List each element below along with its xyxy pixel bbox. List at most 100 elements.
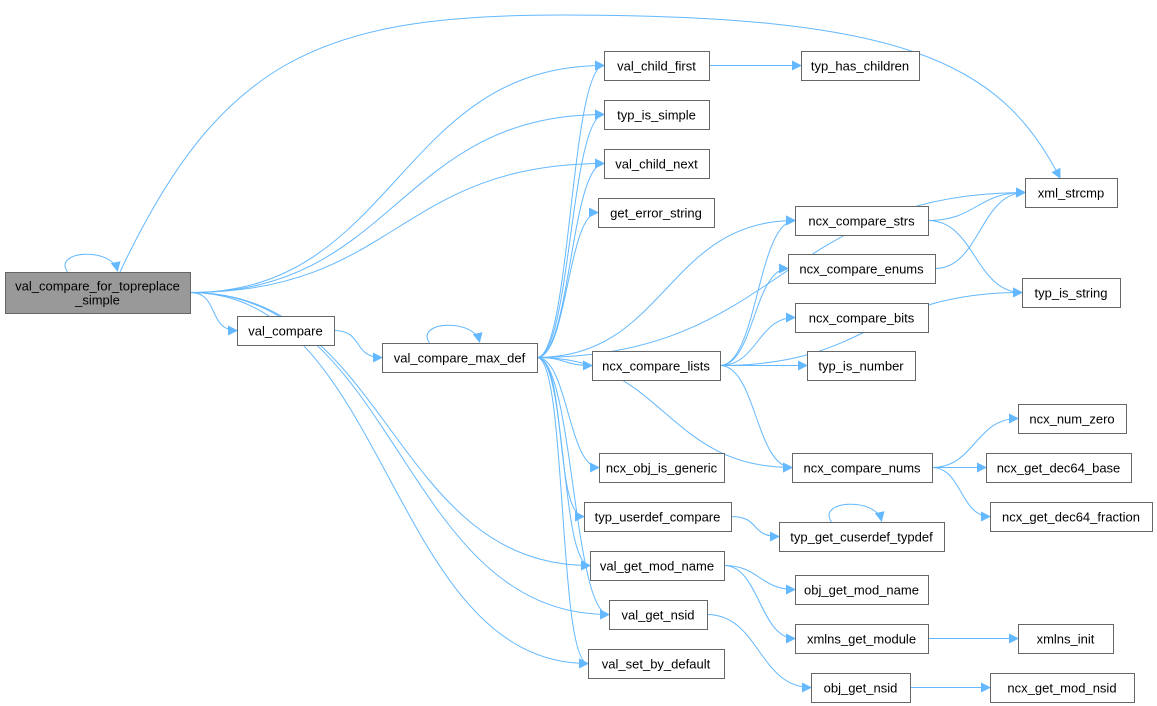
edge-ncx_compare_strs-to-typ_is_string <box>927 220 1023 298</box>
node-box <box>795 575 929 605</box>
node-label: typ_userdef_compare <box>595 510 721 525</box>
node-label: obj_get_nsid <box>824 681 898 696</box>
node-label: ncx_obj_is_generic <box>606 461 718 476</box>
node-ncx_get_dec64_base[interactable]: ncx_get_dec64_base <box>986 453 1132 483</box>
node-val_compare_max_def[interactable]: val_compare_max_def <box>382 343 538 373</box>
edge-root-to-val_compare <box>189 292 238 336</box>
node-label: typ_is_number <box>818 359 904 374</box>
node-label: val_compare_max_def <box>394 351 526 366</box>
node-val_compare[interactable]: val_compare <box>237 316 335 346</box>
node-box <box>588 649 725 679</box>
node-box <box>599 453 725 483</box>
node-ncx_compare_enums[interactable]: ncx_compare_enums <box>788 254 936 284</box>
node-label: typ_has_children <box>811 59 909 74</box>
node-ncx_num_zero[interactable]: ncx_num_zero <box>1018 404 1127 434</box>
node-box <box>795 303 929 333</box>
node-typ_is_simple[interactable]: typ_is_simple <box>604 100 710 130</box>
node-label: val_set_by_default <box>602 657 711 672</box>
node-ncx_get_dec64_fraction[interactable]: ncx_get_dec64_fraction <box>990 502 1153 532</box>
node-val_get_nsid[interactable]: val_get_nsid <box>609 600 708 630</box>
edge-val_compare_max_def-to-val_set_by_default <box>536 357 589 669</box>
node-root[interactable]: val_compare_for_topreplace_simple <box>5 272 191 314</box>
edge-val_compare_max_def-to-xml_strcmp <box>536 187 1026 358</box>
edge-val_compare_max_def-to-val_compare_max_def <box>426 324 483 344</box>
node-label: xmlns_get_module <box>807 632 916 647</box>
node-label: val_get_mod_name <box>600 559 714 574</box>
edge-root-to-typ_is_simple <box>189 109 605 293</box>
node-typ_is_string[interactable]: typ_is_string <box>1022 278 1121 308</box>
edge-val_compare_max_def-to-ncx_compare_strs <box>536 215 796 358</box>
node-label: ncx_get_dec64_base <box>997 461 1121 476</box>
node-obj_get_nsid[interactable]: obj_get_nsid <box>811 673 911 703</box>
edge-root-to-root <box>64 253 121 273</box>
node-xmlns_get_module[interactable]: xmlns_get_module <box>795 624 929 654</box>
node-box <box>604 51 710 81</box>
node-ncx_compare_bits[interactable]: ncx_compare_bits <box>795 303 929 333</box>
node-get_error_string[interactable]: get_error_string <box>598 198 715 228</box>
node-box <box>598 198 715 228</box>
edge-val_compare_max_def-to-val_child_next <box>536 158 605 358</box>
node-label: ncx_compare_enums <box>799 262 924 277</box>
node-label: _simple <box>74 293 120 308</box>
node-label: val_get_nsid <box>622 608 695 623</box>
node-box <box>792 453 933 483</box>
edge-root-to-xml_strcmp <box>119 14 1061 273</box>
edge-ncx_compare_enums-to-xml_strcmp <box>934 187 1026 269</box>
nodes: val_compare_for_topreplace_simple val_com… <box>5 51 1153 703</box>
node-val_child_first[interactable]: val_child_first <box>604 51 710 81</box>
edge-root-to-val_get_nsid <box>189 292 610 620</box>
edge-val_compare_max_def-to-val_get_mod_name <box>536 357 591 571</box>
node-typ_userdef_compare[interactable]: typ_userdef_compare <box>584 502 732 532</box>
edge-val_compare_max_def-to-ncx_compare_nums <box>536 357 793 473</box>
node-box <box>807 351 916 381</box>
node-val_child_next[interactable]: val_child_next <box>604 149 710 179</box>
node-label: ncx_get_mod_nsid <box>1007 681 1116 696</box>
node-label: obj_get_mod_name <box>804 583 919 598</box>
node-typ_get_cuserdef_typdef[interactable]: typ_get_cuserdef_typdef <box>779 522 945 552</box>
node-box <box>237 316 335 346</box>
node-box <box>604 100 710 130</box>
node-box <box>609 600 708 630</box>
edge-ncx_compare_lists-to-ncx_compare_bits <box>719 312 796 366</box>
node-box <box>1025 178 1118 208</box>
edge-typ_userdef_compare-to-typ_get_cuserdef_typdef <box>730 516 780 542</box>
node-box <box>986 453 1132 483</box>
node-label: typ_is_string <box>1035 286 1108 301</box>
node-ncx_compare_strs[interactable]: ncx_compare_strs <box>795 206 929 236</box>
node-ncx_obj_is_generic[interactable]: ncx_obj_is_generic <box>599 453 725 483</box>
edge-root-to-val_child_first <box>189 60 605 293</box>
node-box <box>795 624 929 654</box>
node-label: ncx_num_zero <box>1029 412 1114 427</box>
node-box <box>1022 278 1121 308</box>
node-box <box>990 673 1135 703</box>
node-box <box>801 51 920 81</box>
node-typ_is_number[interactable]: typ_is_number <box>807 351 916 381</box>
edge-val_compare_max_def-to-val_child_first <box>536 60 605 358</box>
edge-ncx_compare_lists-to-ncx_compare_strs <box>719 215 796 366</box>
edge-ncx_compare_nums-to-ncx_num_zero <box>931 413 1019 468</box>
edge-ncx_compare_nums-to-ncx_get_dec64_fraction <box>931 467 991 522</box>
node-box <box>788 254 936 284</box>
node-obj_get_mod_name[interactable]: obj_get_mod_name <box>795 575 929 605</box>
edge-typ_get_cuserdef_typdef-to-typ_get_cuserdef_typdef <box>828 503 885 523</box>
node-ncx_compare_nums[interactable]: ncx_compare_nums <box>792 453 933 483</box>
node-label: val_compare <box>248 324 322 339</box>
node-val_set_by_default[interactable]: val_set_by_default <box>588 649 725 679</box>
node-label: typ_is_simple <box>617 108 696 123</box>
node-val_get_mod_name[interactable]: val_get_mod_name <box>590 551 725 581</box>
node-box <box>779 522 945 552</box>
node-box <box>592 351 721 381</box>
node-label: xml_strcmp <box>1038 186 1104 201</box>
node-typ_has_children[interactable]: typ_has_children <box>801 51 920 81</box>
edge-ncx_compare_lists-to-ncx_compare_enums <box>719 263 789 366</box>
edge-val_compare_max_def-to-get_error_string <box>536 207 599 358</box>
edge-val_get_mod_name-to-xmlns_get_module <box>723 565 796 644</box>
edge-val_compare_max_def-to-typ_is_simple <box>536 109 605 358</box>
edge-val_compare_max_def-to-val_get_nsid <box>536 357 610 620</box>
node-xml_strcmp[interactable]: xml_strcmp <box>1025 178 1118 208</box>
node-ncx_compare_lists[interactable]: ncx_compare_lists <box>592 351 721 381</box>
node-xmlns_init[interactable]: xmlns_init <box>1018 624 1114 654</box>
node-ncx_get_mod_nsid[interactable]: ncx_get_mod_nsid <box>990 673 1135 703</box>
node-box <box>604 149 710 179</box>
